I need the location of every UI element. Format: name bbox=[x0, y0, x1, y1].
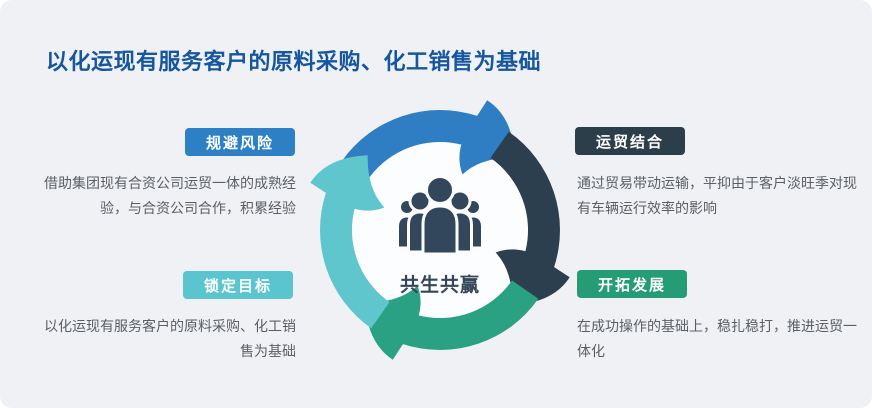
cycle-arrow-left bbox=[310, 155, 390, 329]
badge-transport-trade-combine: 运贸结合 bbox=[575, 127, 685, 155]
cycle-diagram bbox=[310, 100, 570, 360]
badge-expand-develop: 开拓发展 bbox=[577, 270, 687, 298]
badge-lock-target: 锁定目标 bbox=[183, 271, 293, 299]
people-group-icon bbox=[396, 175, 484, 256]
quadrant-text-expand-develop: 在成功操作的基础上，稳扎稳打，推进运贸一体化 bbox=[577, 318, 857, 359]
quadrant-text-lock-target: 以化运现有服务客户的原料采购、化工销售为基础 bbox=[44, 318, 296, 359]
page-title: 以化运现有服务客户的原料采购、化工销售为基础 bbox=[46, 49, 542, 74]
quadrant-text-avoid-risk: 借助集团现有合资公司运贸一体的成熟经验，与合资公司合作，积累经验 bbox=[44, 175, 296, 216]
badge-avoid-risk: 规避风险 bbox=[185, 128, 295, 156]
center-label: 共生共赢 bbox=[399, 275, 480, 296]
cycle-arrow-right bbox=[490, 131, 570, 305]
cycle-arrow-top bbox=[341, 100, 515, 180]
cycle-arrow-bottom bbox=[365, 280, 539, 360]
quadrant-text-transport-trade-combine: 通过贸易带动运输，平抑由于客户淡旺季对现有车辆运行效率的影响 bbox=[577, 175, 857, 216]
